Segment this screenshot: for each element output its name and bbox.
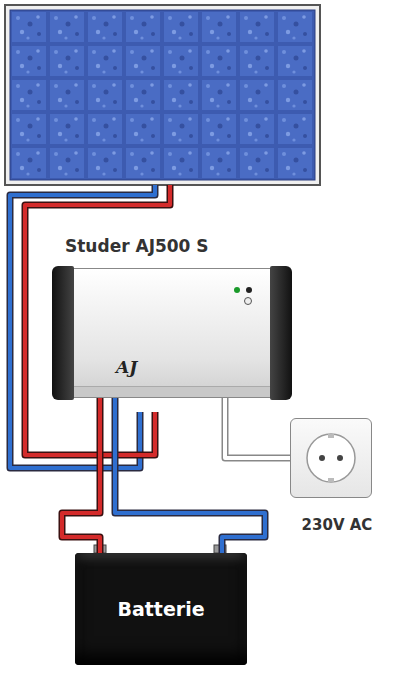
inverter: Studer AJ500 S AJ <box>55 236 289 398</box>
cable-stroke <box>115 398 265 553</box>
status-led <box>234 287 240 293</box>
battery: Batterie <box>75 553 247 665</box>
cable-stroke <box>62 398 100 553</box>
cable-stroke <box>225 398 290 458</box>
cable-stroke <box>225 398 290 458</box>
cable <box>225 398 290 458</box>
cable-stroke <box>62 398 100 553</box>
brand-logo: AJ <box>116 357 137 377</box>
button <box>244 297 252 305</box>
battery-terminals <box>94 545 226 553</box>
voltage-label: 230V AC <box>286 516 388 534</box>
cable-stroke <box>115 398 265 553</box>
housing-base <box>74 386 270 397</box>
housing-cap <box>270 266 292 400</box>
inverter-housing: AJ <box>55 268 289 398</box>
device-name: Studer AJ500 S <box>65 236 289 256</box>
status-led <box>246 287 252 293</box>
wall-socket: 230V AC <box>286 418 388 534</box>
housing-cap <box>52 266 74 400</box>
socket-face <box>291 419 371 497</box>
socket-plate <box>290 418 372 498</box>
cable <box>62 398 100 553</box>
solar-panel <box>5 5 320 185</box>
battery-label: Batterie <box>117 598 204 620</box>
cable <box>115 398 265 553</box>
